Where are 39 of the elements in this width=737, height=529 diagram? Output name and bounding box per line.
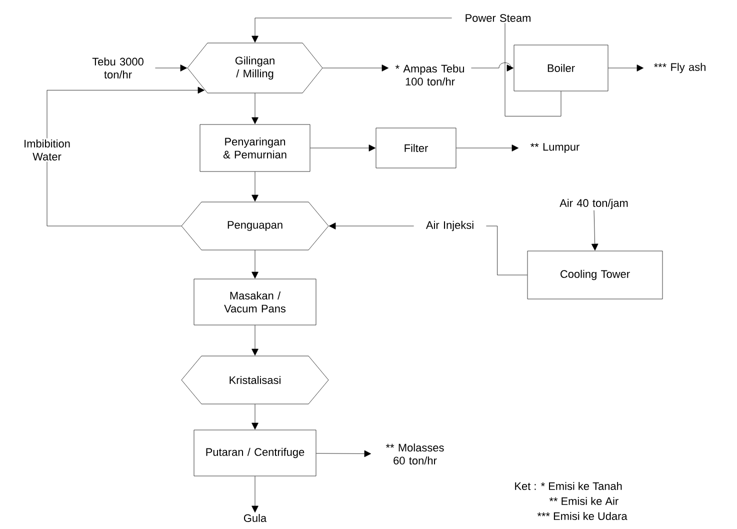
process-box: Cooling Tower: [527, 250, 663, 300]
arrow: [252, 476, 258, 513]
process-box: Putaran / Centrifuge: [194, 430, 316, 476]
flow-label: Tebu 3000 ton/hr: [92, 58, 144, 78]
arrow: [46, 86, 205, 138]
flow-label: Air Injeksi: [426, 220, 474, 232]
arrow: [252, 93, 258, 124]
flow-label: Gula: [244, 514, 267, 522]
arrow: [252, 404, 258, 430]
arrow: [608, 64, 644, 72]
arrow: [322, 64, 389, 72]
flow-label: Imbibition Water: [24, 140, 70, 160]
process-hexagon: Penguapan: [181, 202, 329, 250]
flow-label: *** Fly ash: [654, 62, 706, 74]
legend-note: ** Emisi ke Air: [549, 496, 618, 506]
arrow: [328, 222, 414, 230]
legend-note: *** Emisi ke Udara: [537, 512, 628, 520]
arrow: [252, 250, 258, 279]
process-box: Boiler: [514, 44, 608, 92]
flow-label: Power Steam: [466, 14, 530, 22]
arrow: [252, 325, 258, 356]
arrow: [316, 450, 372, 458]
arrow: [252, 172, 258, 202]
process-hexagon: Gilingan / Milling: [187, 42, 323, 94]
process-box: Filter: [376, 128, 456, 168]
flow-label: ** Molasses 60 ton/hr: [386, 444, 444, 464]
process-hexagon: Kristalisasi: [181, 356, 329, 404]
flow-label: * Ampas Tebu 100 ton/hr: [395, 64, 464, 86]
process-box: Masakan / Vacum Pans: [194, 278, 316, 326]
process-box: Penyaringan & Pemurnian: [200, 124, 310, 172]
arrow: [456, 144, 519, 152]
flow-label: Air 40 ton/jam: [560, 198, 628, 210]
arrow: [310, 144, 376, 152]
arrow: [591, 210, 598, 251]
arrow: [471, 62, 514, 72]
arrow: [252, 18, 452, 43]
legend-note: Ket : * Emisi ke Tanah: [515, 482, 622, 490]
flow-label: ** Lumpur: [530, 143, 580, 153]
arrow: [155, 64, 188, 72]
